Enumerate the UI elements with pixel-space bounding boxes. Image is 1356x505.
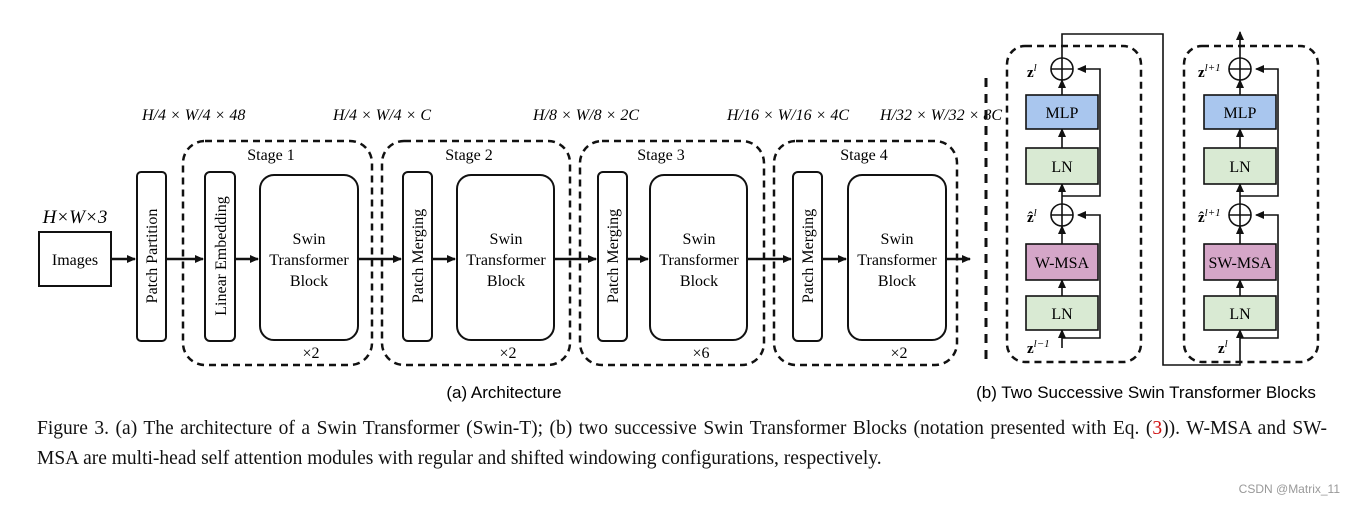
stage-1-block-line-1: Swin	[293, 231, 326, 248]
stage-4-entry-box	[792, 171, 823, 342]
stage-2-title: Stage 2	[445, 147, 493, 164]
stage-1-swin-block	[259, 174, 359, 341]
stage-1-title: Stage 1	[247, 147, 295, 164]
stage-3-entry-box	[597, 171, 628, 342]
stage-1-block-line-2: Transformer	[269, 252, 349, 269]
stage-1-block-line-3: Block	[290, 273, 328, 290]
block-2-mlp-label: MLP	[1224, 105, 1257, 122]
stage-1-frame	[181, 139, 374, 367]
block-1-add-top-icon	[1050, 57, 1074, 81]
caption-text-1: Figure 3. (a) The architecture of a Swin…	[37, 418, 1153, 439]
images-box	[38, 231, 112, 287]
block-1-skip-bottom	[1062, 211, 1101, 339]
block-1-in-var: zl−1	[1027, 338, 1050, 357]
block-1-ln-bottom-box	[1025, 295, 1099, 331]
stage-2-entry-box	[402, 171, 433, 342]
stage-1-repeat: ×2	[302, 345, 319, 362]
block-1-add-mid-icon	[1050, 203, 1074, 227]
stage-3-block-line-1: Swin	[683, 231, 716, 248]
dim-label-4: H/32 × W/32 × 8C	[879, 107, 1002, 124]
stage-1-entry-label: Linear Embedding	[213, 196, 230, 316]
input-shape-label: H×W×3	[42, 207, 108, 228]
stage-4-frame	[772, 139, 959, 367]
block-2-ln-bottom-label: LN	[1229, 306, 1251, 323]
block-2-mlp-box	[1203, 94, 1277, 130]
figure-caption: Figure 3. (a) The architecture of a Swin…	[37, 414, 1327, 474]
block-1-msa-label: W-MSA	[1035, 255, 1090, 272]
stage-4-title: Stage 4	[840, 147, 888, 164]
block-2-out-var: zl+1	[1198, 62, 1221, 81]
stage-3-entry-label: Patch Merging	[605, 209, 622, 303]
stage-4-block-line-2: Transformer	[857, 252, 937, 269]
stage-4-block-line-3: Block	[878, 273, 916, 290]
stage-2-block-line-1: Swin	[490, 231, 523, 248]
stage-3-block-line-3: Block	[680, 273, 718, 290]
block-1-mlp-label: MLP	[1046, 105, 1079, 122]
stage-3-swin-block	[649, 174, 748, 341]
dim-label-2: H/8 × W/8 × 2C	[532, 107, 639, 124]
stage-3: Stage 3 Patch Merging Swin Transformer B…	[578, 139, 766, 367]
stage-1-entry-box	[204, 171, 236, 342]
stage-2-block-line-3: Block	[487, 273, 525, 290]
dim-label-3: H/16 × W/16 × 4C	[726, 107, 849, 124]
block-2-ln-top-label: LN	[1229, 159, 1251, 176]
block-2-ln-top-box	[1203, 147, 1277, 185]
dim-label-1: H/4 × W/4 × C	[332, 107, 431, 124]
block-1-mlp-box	[1025, 94, 1099, 130]
block-2-in-var: zl	[1218, 338, 1228, 357]
subcaption-a: (a) Architecture	[446, 383, 561, 402]
block-2-skip-top	[1240, 65, 1279, 197]
stage-4-block-line-1: Swin	[881, 231, 914, 248]
block-1-ln-bottom-label: LN	[1051, 306, 1073, 323]
block-2-frame	[1182, 44, 1320, 364]
stage-2-entry-label: Patch Merging	[410, 209, 427, 303]
block-connection-line	[1061, 33, 1241, 366]
stage-2-swin-block	[456, 174, 555, 341]
block-1-ln-top-box	[1025, 147, 1099, 185]
block-1-msa-box	[1025, 243, 1099, 281]
caption-eq-ref-link[interactable]: 3	[1152, 418, 1163, 439]
block-1-skip-top	[1062, 65, 1101, 197]
swin-block-2: MLP LN SW-MSA LN zl+1 ẑl+1 zl	[1182, 31, 1320, 364]
stage-2-repeat: ×2	[499, 345, 516, 362]
patch-partition-box	[136, 171, 167, 342]
stage-1: Stage 1 Linear Embedding Swin Transforme…	[181, 139, 374, 367]
stage-2-block-line-2: Transformer	[466, 252, 546, 269]
caption-text-2: )). W-MSA and SW-MSA are multi-head self…	[37, 418, 1327, 469]
stage-3-frame	[578, 139, 766, 367]
block-2-msa-box	[1203, 243, 1277, 281]
dim-label-0: H/4 × W/4 × 48	[141, 107, 245, 124]
stage-3-repeat: ×6	[692, 345, 709, 362]
block-2-msa-label: SW-MSA	[1208, 255, 1272, 272]
block-1-ln-top-label: LN	[1051, 159, 1073, 176]
watermark: CSDN @Matrix_11	[1238, 482, 1340, 496]
block-1-frame	[1005, 44, 1143, 364]
block-2-add-top-icon	[1228, 57, 1252, 81]
block-2-skip-bottom	[1240, 211, 1279, 339]
block-2-add-mid-icon	[1228, 203, 1252, 227]
subcaption-b: (b) Two Successive Swin Transformer Bloc…	[976, 383, 1316, 402]
stage-3-title: Stage 3	[637, 147, 685, 164]
stage-4: Stage 4 Patch Merging Swin Transformer B…	[772, 139, 959, 367]
stage-4-repeat: ×2	[890, 345, 907, 362]
block-2-mid-var: ẑl+1	[1198, 207, 1221, 226]
block-2-ln-bottom-box	[1203, 295, 1277, 331]
images-label: Images	[52, 252, 98, 269]
block-1-mid-var: ẑl	[1027, 207, 1037, 226]
stage-3-block-line-2: Transformer	[659, 252, 739, 269]
stage-2: Stage 2 Patch Merging Swin Transformer B…	[380, 139, 572, 367]
swin-architecture-diagram: H×W×3 Images Patch Partition H/4 × W/4 ×…	[38, 31, 1320, 402]
block-1-out-var: zl	[1027, 62, 1037, 81]
patch-partition-label: Patch Partition	[144, 209, 161, 304]
stage-2-frame	[380, 139, 572, 367]
swin-block-1: MLP LN W-MSA LN zl ẑl zl−1	[1005, 44, 1143, 364]
stage-4-entry-label: Patch Merging	[800, 209, 817, 303]
stage-4-swin-block	[847, 174, 947, 341]
